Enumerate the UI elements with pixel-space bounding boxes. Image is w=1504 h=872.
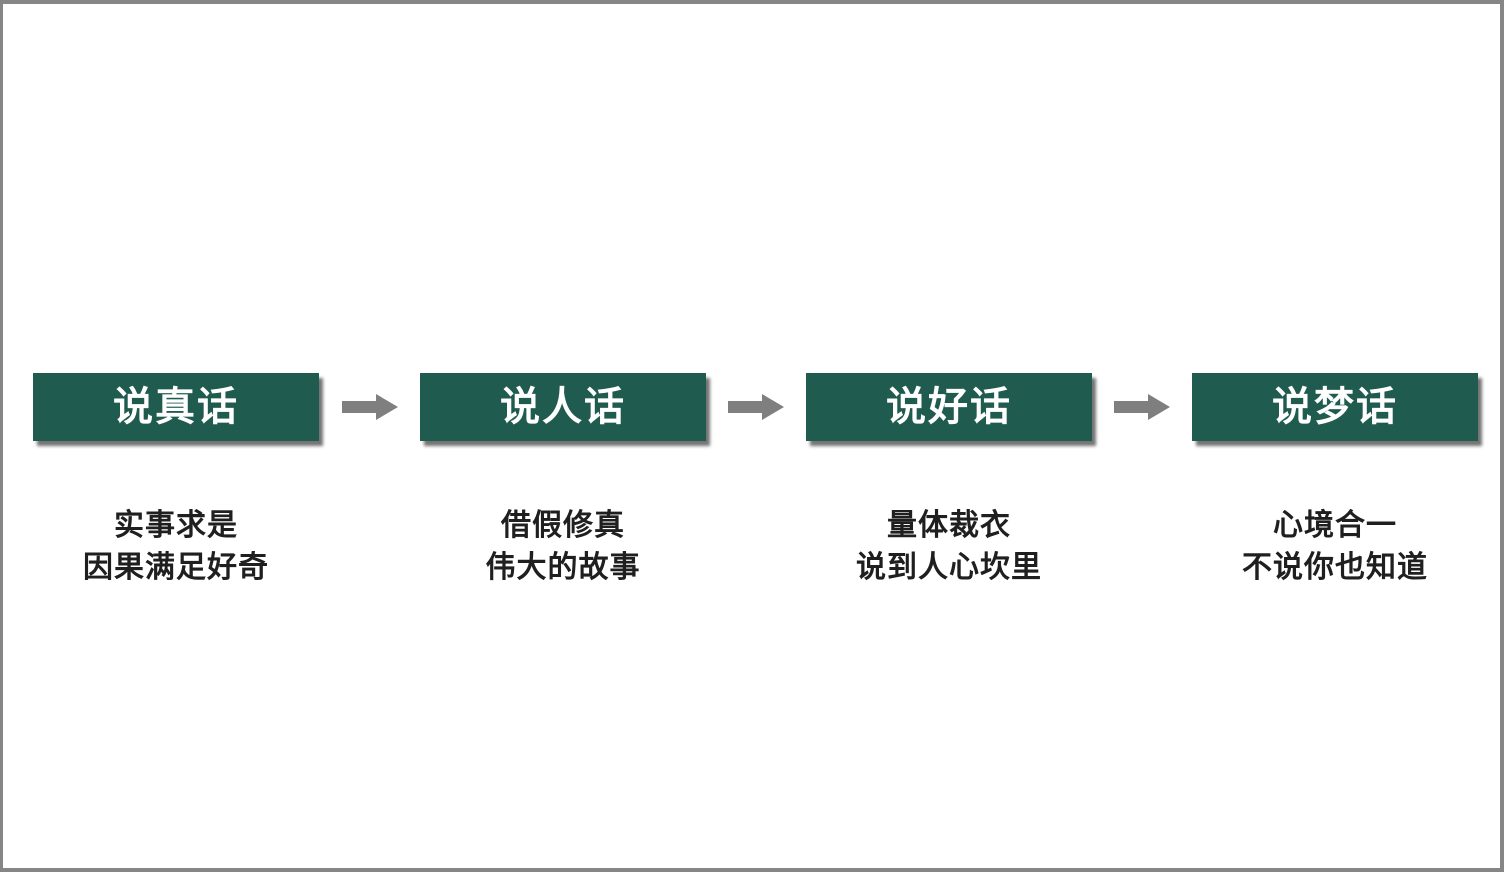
caption-line-1: 实事求是: [114, 509, 238, 542]
step-caption-1: 实事求是 因果满足好奇: [13, 505, 339, 589]
arrow-right-shape: [342, 394, 398, 420]
caption-line-2: 说到人心坎里: [856, 551, 1042, 584]
step-box-2: 说人话: [420, 373, 706, 441]
arrow-right-icon: [342, 394, 398, 420]
arrow-right-icon: [728, 394, 784, 420]
caption-line-1: 量体裁衣: [887, 509, 1011, 542]
step-title-3: 说好话: [886, 384, 1012, 429]
flow-step-2: 说人话 借假修真 伟大的故事: [420, 373, 706, 633]
flow-step-4: 说梦话 心境合一 不说你也知道: [1192, 373, 1478, 633]
step-caption-3: 量体裁衣 说到人心坎里: [786, 505, 1112, 589]
step-caption-4: 心境合一 不说你也知道: [1172, 505, 1498, 589]
caption-line-2: 因果满足好奇: [83, 551, 269, 584]
step-title-4: 说梦话: [1272, 384, 1398, 429]
step-box-1: 说真话: [33, 373, 319, 441]
flow-step-3: 说好话 量体裁衣 说到人心坎里: [806, 373, 1092, 633]
step-box-4: 说梦话: [1192, 373, 1478, 441]
step-title-1: 说真话: [113, 384, 239, 429]
flow-step-1: 说真话 实事求是 因果满足好奇: [33, 373, 319, 633]
arrow-right-shape: [1114, 394, 1170, 420]
arrow-right-shape: [728, 394, 784, 420]
arrow-right-icon: [1114, 394, 1170, 420]
caption-line-2: 伟大的故事: [485, 551, 641, 584]
caption-line-2: 不说你也知道: [1242, 551, 1428, 584]
caption-line-1: 心境合一: [1273, 509, 1397, 542]
step-title-2: 说人话: [500, 384, 626, 429]
step-box-3: 说好话: [806, 373, 1092, 441]
caption-line-1: 借假修真: [501, 509, 625, 542]
step-caption-2: 借假修真 伟大的故事: [400, 505, 726, 589]
